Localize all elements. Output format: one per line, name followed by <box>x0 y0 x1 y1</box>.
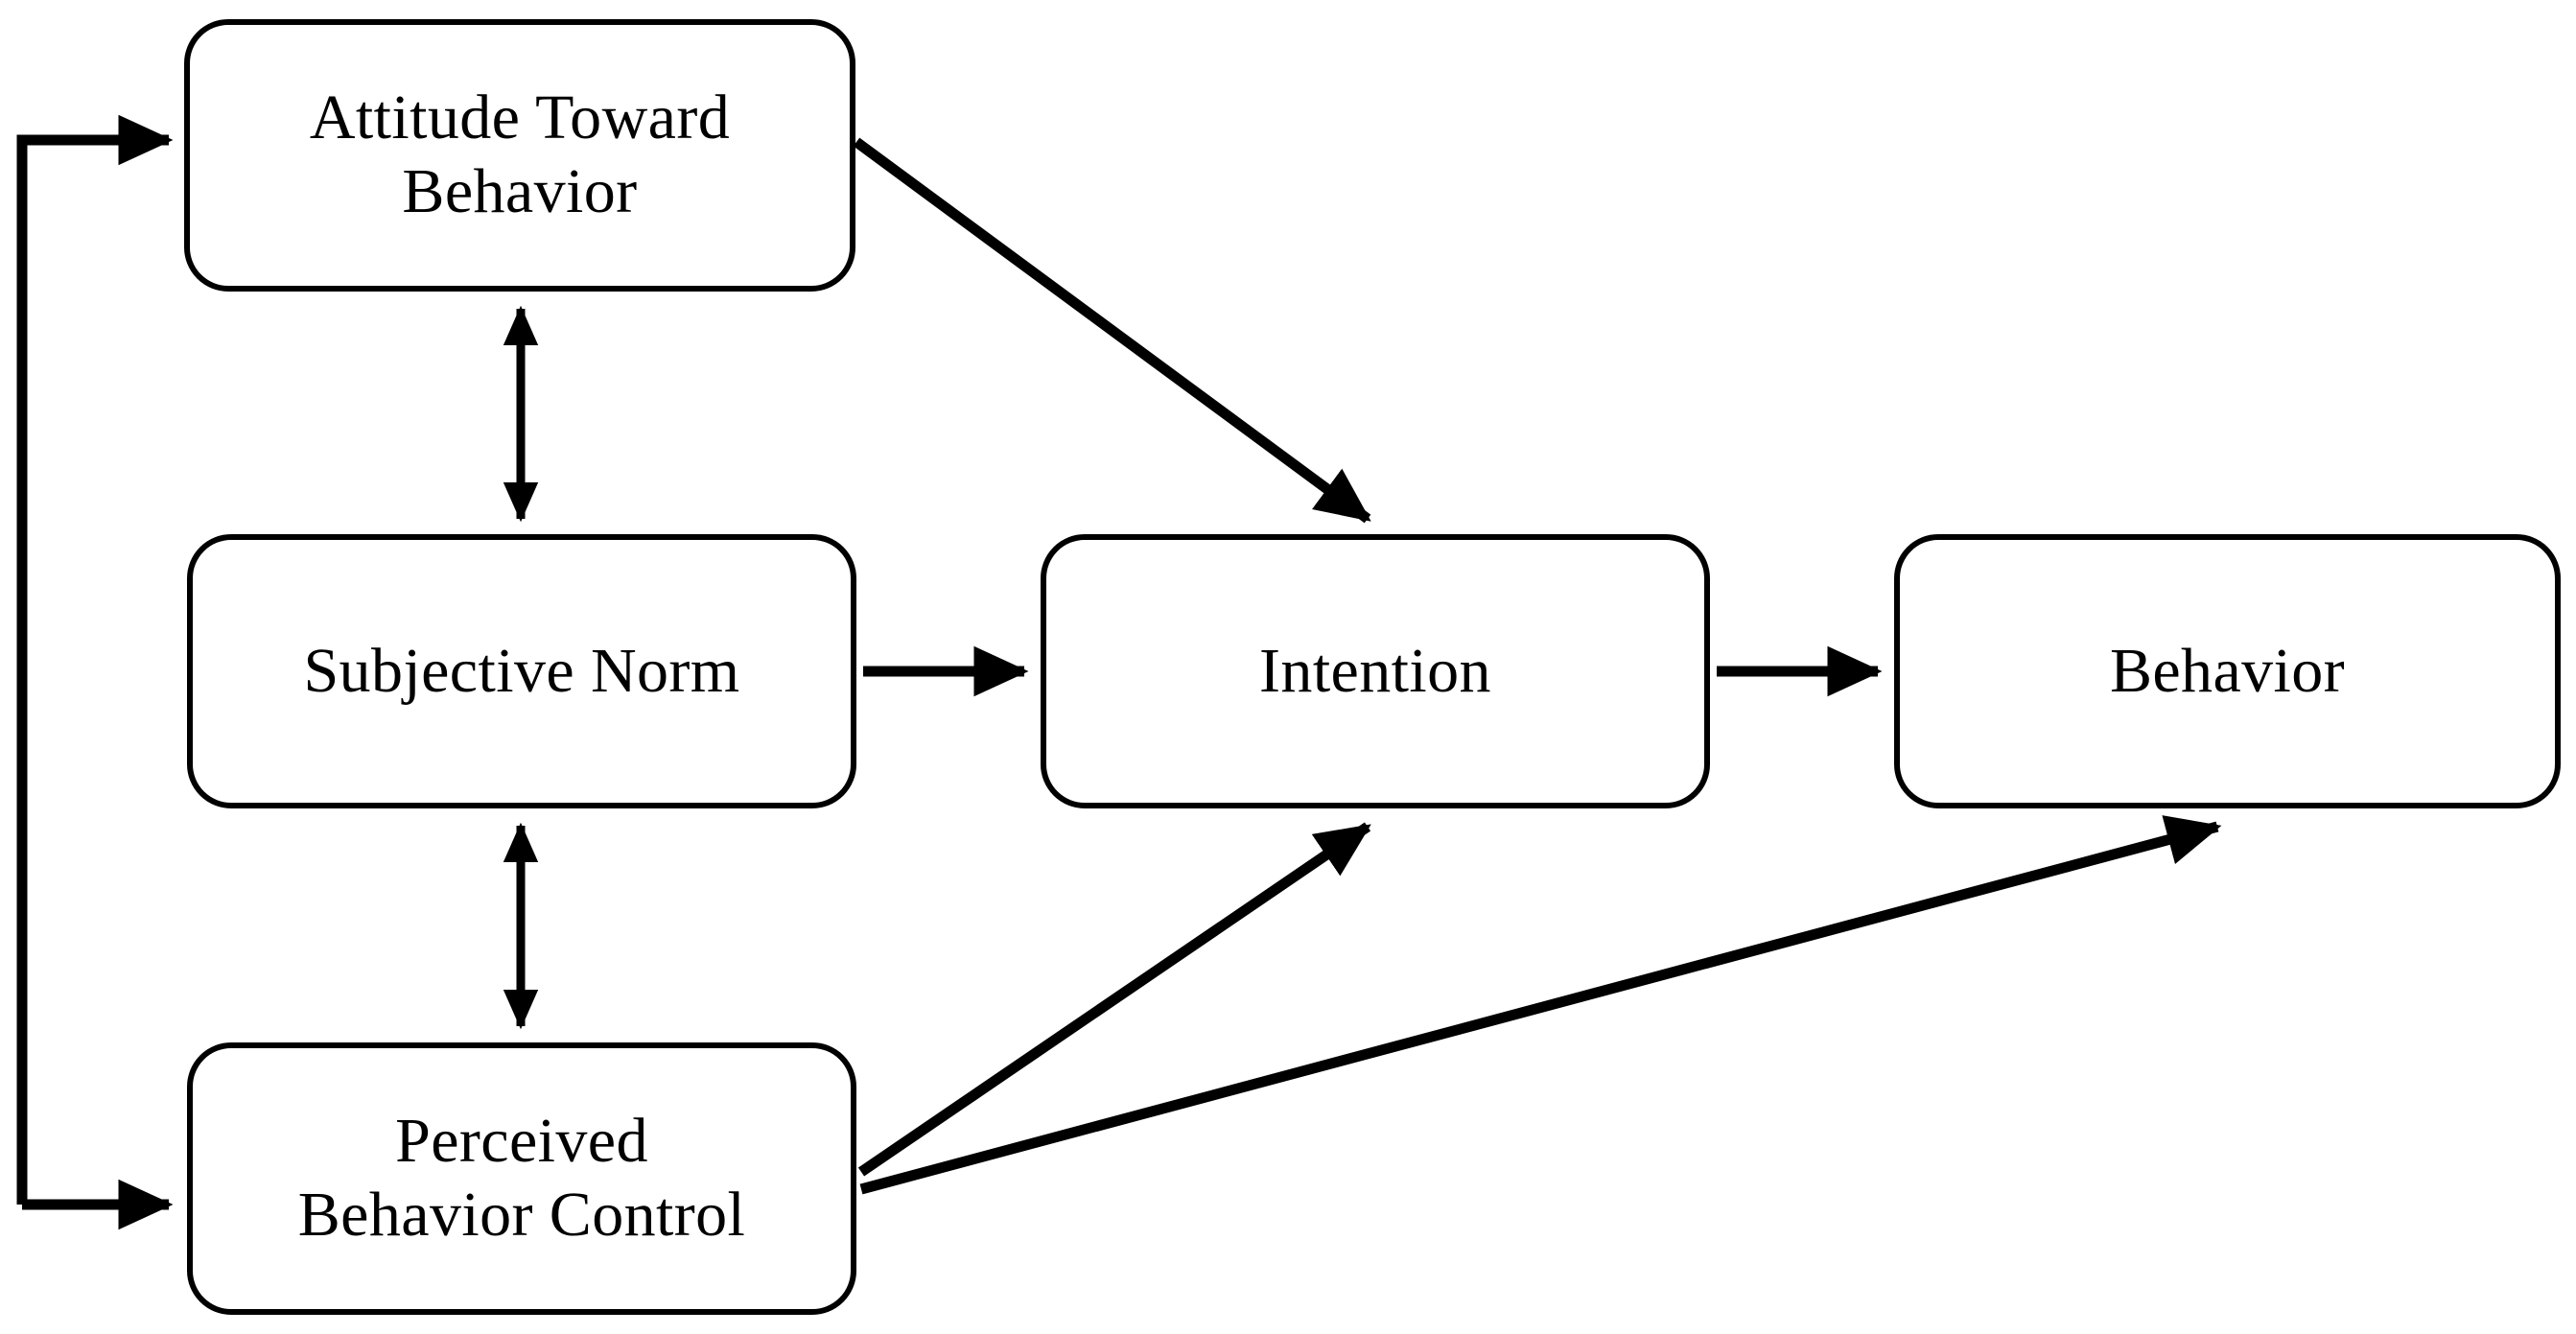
node-attitude-toward-behavior[interactable]: Attitude Toward Behavior <box>184 19 855 292</box>
node-label-behavior: Behavior <box>2109 635 2346 706</box>
node-label-attitude-toward-behavior: Attitude Toward Behavior <box>309 82 731 226</box>
node-label-subjective-norm: Subjective Norm <box>303 635 740 706</box>
node-intention[interactable]: Intention <box>1041 534 1710 808</box>
node-subjective-norm[interactable]: Subjective Norm <box>187 534 856 808</box>
edge-attitude-to-intention <box>853 137 1371 524</box>
edge-perceived-behavior-control-to-intention <box>857 822 1371 1177</box>
node-label-intention: Intention <box>1259 635 1491 706</box>
edge-feedback-to-attitude <box>16 114 174 1205</box>
node-label-perceived-behavior-control: Perceived Behavior Control <box>297 1106 746 1250</box>
node-perceived-behavior-control[interactable]: Perceived Behavior Control <box>187 1042 856 1315</box>
edge-perceived-behavior-control-to-behavior <box>859 815 2222 1195</box>
node-behavior[interactable]: Behavior <box>1894 534 2561 808</box>
